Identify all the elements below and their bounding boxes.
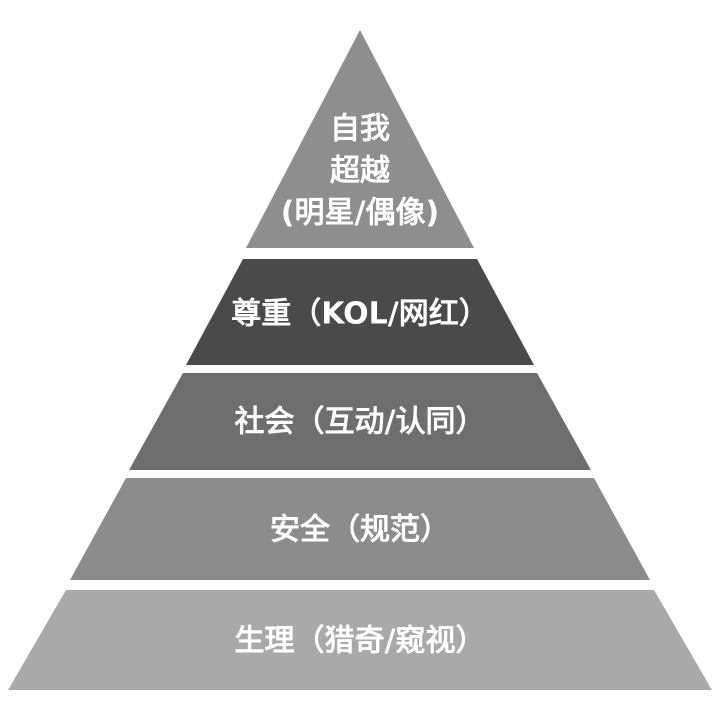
tier-social: 社会（互动/认同） xyxy=(129,373,591,470)
tier-safety: 安全（规范） xyxy=(70,478,650,580)
tier-esteem: 尊重（KOL/网红） xyxy=(186,259,534,365)
tier-safety-label: 安全（规范） xyxy=(270,513,450,548)
tier-physiological-shape xyxy=(8,590,712,690)
tier-social-shape xyxy=(129,373,591,470)
tier-physiological: 生理（猎奇/窥视） xyxy=(8,590,712,690)
tier-physiological-label: 生理（猎奇/窥视） xyxy=(235,624,486,659)
tier-safety-shape xyxy=(70,478,650,580)
tier-self-transcendence-label-line-1: 自我 xyxy=(330,112,390,147)
tier-self-transcendence-label-line-3: (明星/偶像) xyxy=(281,196,439,231)
tier-self-transcendence-shape xyxy=(246,30,474,248)
tier-social-label: 社会（互动/认同） xyxy=(235,405,486,440)
tier-self-transcendence: 自我 超越 (明星/偶像) xyxy=(246,30,474,248)
tier-esteem-label: 尊重（KOL/网红） xyxy=(231,297,488,332)
tier-esteem-shape xyxy=(186,259,534,365)
tier-self-transcendence-label-line-2: 超越 xyxy=(330,154,391,189)
